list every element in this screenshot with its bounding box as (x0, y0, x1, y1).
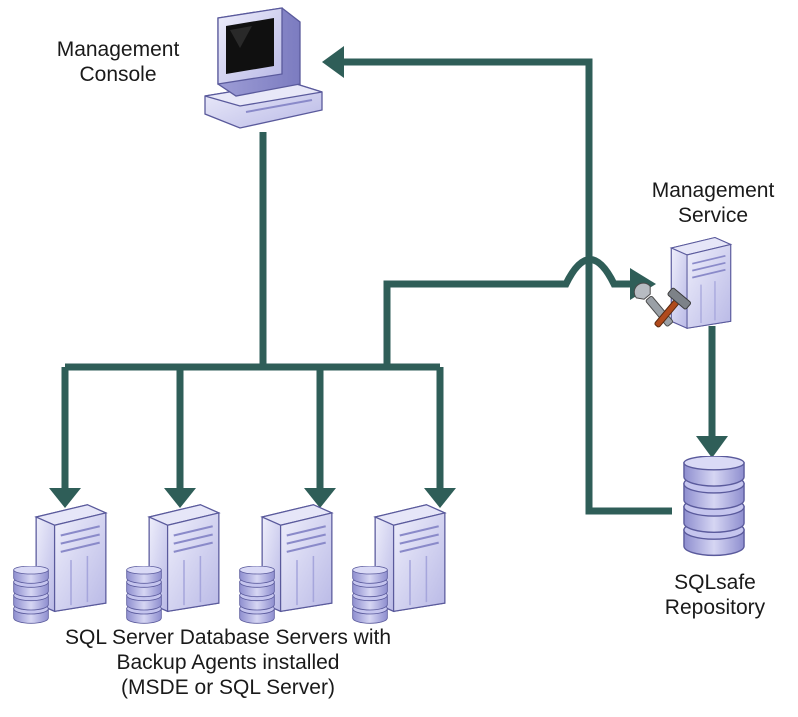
arrowhead-server-2 (164, 488, 196, 508)
database-stack-icon (683, 456, 745, 557)
server-with-database-icon (13, 503, 107, 624)
management-console-label: Management Console (56, 38, 180, 86)
sqlsafe-repository-label: SQLsafe Repository (664, 571, 766, 619)
repository-to-console-line (342, 58, 672, 515)
bus-to-service-line (383, 256, 640, 367)
arrowhead-server-4 (424, 488, 456, 508)
arrowhead-server-1 (49, 488, 81, 508)
computer-monitor-icon (204, 7, 323, 129)
server-with-tools-icon (633, 236, 732, 330)
server-with-database-icon (126, 503, 220, 624)
database-servers-label: SQL Server Database Servers with Backup … (64, 626, 392, 699)
management-service-label: Management Service (651, 179, 775, 227)
connectors (61, 58, 716, 515)
server-with-database-icon (352, 503, 446, 624)
arrowhead-to-console (322, 46, 344, 78)
arrowheads (49, 46, 728, 508)
arrowhead-server-3 (304, 488, 336, 508)
hammer-icon (654, 287, 692, 328)
arrowhead-to-repository (696, 436, 728, 458)
database-servers (13, 503, 446, 624)
server-with-database-icon (239, 503, 333, 624)
